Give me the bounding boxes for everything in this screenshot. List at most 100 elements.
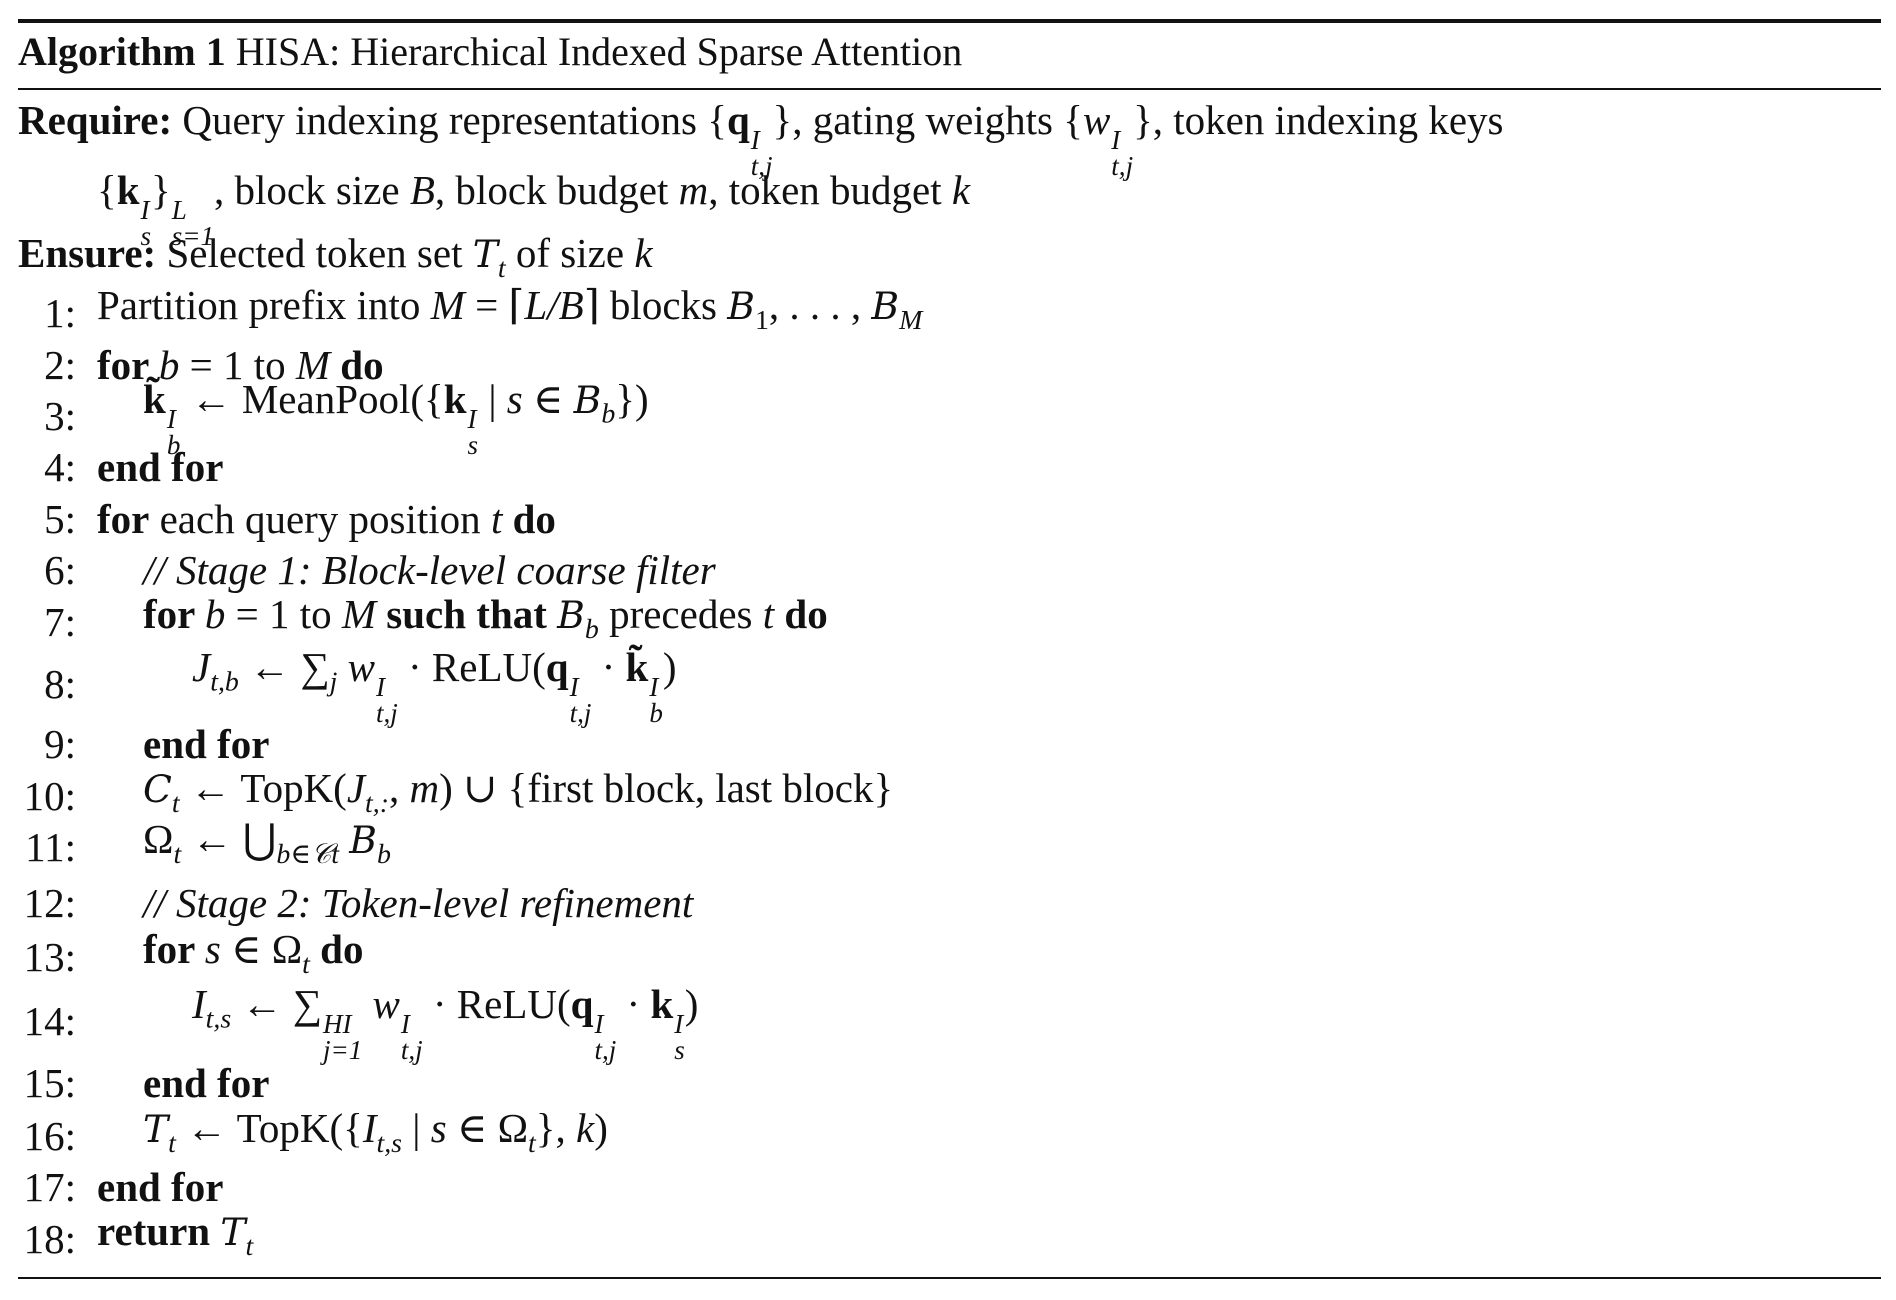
- text-segment: ← ∑: [231, 980, 322, 1027]
- text-segment: },: [535, 1105, 576, 1152]
- text-segment: k: [634, 230, 653, 277]
- superscript: I: [166, 403, 176, 434]
- text-segment: return: [97, 1208, 221, 1255]
- text-segment: , token budget: [708, 166, 952, 213]
- text-segment: I: [192, 980, 206, 1027]
- text-segment: m: [678, 166, 709, 213]
- superscript: I: [750, 124, 760, 155]
- subscript: s=1: [171, 220, 215, 251]
- text-segment: = 1 to: [179, 342, 296, 388]
- text-segment: · ReLU(: [397, 643, 546, 690]
- text-segment: b: [376, 838, 391, 870]
- text-segment: 1: [754, 304, 769, 336]
- text-segment: t,:: [365, 787, 390, 819]
- text-segment: k̃: [625, 643, 649, 690]
- subscript: b: [166, 429, 181, 460]
- subscript: j=1: [322, 1034, 363, 1065]
- superscript: L: [171, 194, 187, 225]
- line-number: 9:: [44, 721, 76, 767]
- algorithm-line: // Stage 2: Token-level refinement: [143, 878, 693, 928]
- algorithm-title: Algorithm 1 HISA: Hierarchical Indexed S…: [18, 30, 962, 74]
- text-segment: // Stage 1: Block-level coarse filter: [143, 547, 716, 593]
- text-segment: ): [684, 980, 699, 1027]
- text-segment: ): [594, 1105, 608, 1152]
- algorithm-line: end for: [143, 719, 269, 769]
- text-segment: ) ∪ {first block, last block}: [439, 765, 894, 812]
- text-segment: do: [502, 496, 556, 542]
- algorithm-line: for each query position t do: [97, 494, 556, 544]
- title-rule: [18, 88, 1881, 90]
- text-segment: end for: [97, 444, 224, 490]
- text-segment: B: [871, 284, 900, 329]
- text-segment: L/B: [524, 282, 584, 329]
- text-segment: ): [662, 643, 677, 690]
- text-segment: b: [204, 591, 226, 638]
- text-segment: J: [346, 765, 366, 812]
- text-segment: j: [329, 666, 338, 698]
- text-segment: B: [409, 166, 435, 213]
- line-number: 5:: [44, 496, 76, 542]
- line-number: 12:: [23, 880, 76, 926]
- text-segment: = ⌈: [464, 282, 525, 329]
- text-segment: M: [341, 591, 377, 638]
- line-number: 3:: [44, 393, 76, 439]
- text-segment: for: [143, 591, 205, 638]
- text-segment: w: [347, 643, 375, 690]
- text-segment: ∈ Ω: [446, 1105, 529, 1152]
- text-segment: ·: [616, 980, 651, 1027]
- line-number: 14:: [23, 998, 76, 1044]
- ensure-line: Ensure: Selected token set Tt of size k: [18, 228, 653, 294]
- text-segment: [339, 816, 349, 862]
- algorithm-line: for b = 1 to M do: [97, 340, 384, 390]
- line-number: 18:: [23, 1216, 76, 1262]
- text-segment: // Stage 2: Token-level refinement: [143, 880, 694, 926]
- text-segment: , block budget: [434, 166, 679, 213]
- text-segment: b: [158, 342, 180, 388]
- text-segment: |: [478, 375, 507, 422]
- text-segment: Query indexing representations {: [172, 96, 727, 143]
- subscript: t,j: [594, 1034, 617, 1065]
- line-number: 13:: [23, 934, 76, 980]
- text-segment: ∈: [522, 375, 574, 422]
- superscript: I: [400, 1008, 410, 1039]
- bottom-rule: [18, 1277, 1881, 1279]
- text-segment: k: [951, 166, 971, 213]
- line-number: 7:: [44, 599, 76, 645]
- text-segment: M: [295, 342, 331, 388]
- text-segment: ,: [389, 765, 410, 812]
- algorithm-line: end for: [97, 1162, 223, 1212]
- text-segment: k: [650, 980, 674, 1027]
- text-segment: end for: [97, 1164, 224, 1210]
- text-segment: w: [372, 980, 400, 1027]
- text-segment: }, token indexing keys: [1133, 96, 1504, 143]
- text-segment: such that: [376, 591, 558, 638]
- subscript: b: [649, 697, 663, 728]
- text-segment: B: [349, 818, 377, 863]
- text-segment: C: [143, 767, 172, 812]
- text-segment: }): [615, 375, 649, 422]
- text-segment: k: [443, 375, 467, 422]
- text-segment: Partition prefix into: [97, 282, 431, 329]
- text-segment: {: [97, 166, 117, 213]
- line-number: 16:: [23, 1113, 76, 1159]
- text-segment: T: [143, 1107, 169, 1152]
- text-segment: t: [762, 591, 775, 638]
- line-number: 4:: [44, 444, 76, 490]
- text-segment: B: [557, 593, 585, 638]
- top-rule: [18, 19, 1881, 23]
- text-segment: m: [409, 765, 440, 812]
- algorithm-line: return Tt: [97, 1206, 253, 1272]
- text-segment: T: [472, 232, 498, 277]
- algorithm-line: for s ∈ Ωt do: [143, 924, 363, 990]
- text-segment: , . . . ,: [768, 282, 872, 329]
- superscript: I: [467, 403, 477, 434]
- text-segment: }: [151, 166, 171, 213]
- algorithm-line: end for: [97, 442, 223, 492]
